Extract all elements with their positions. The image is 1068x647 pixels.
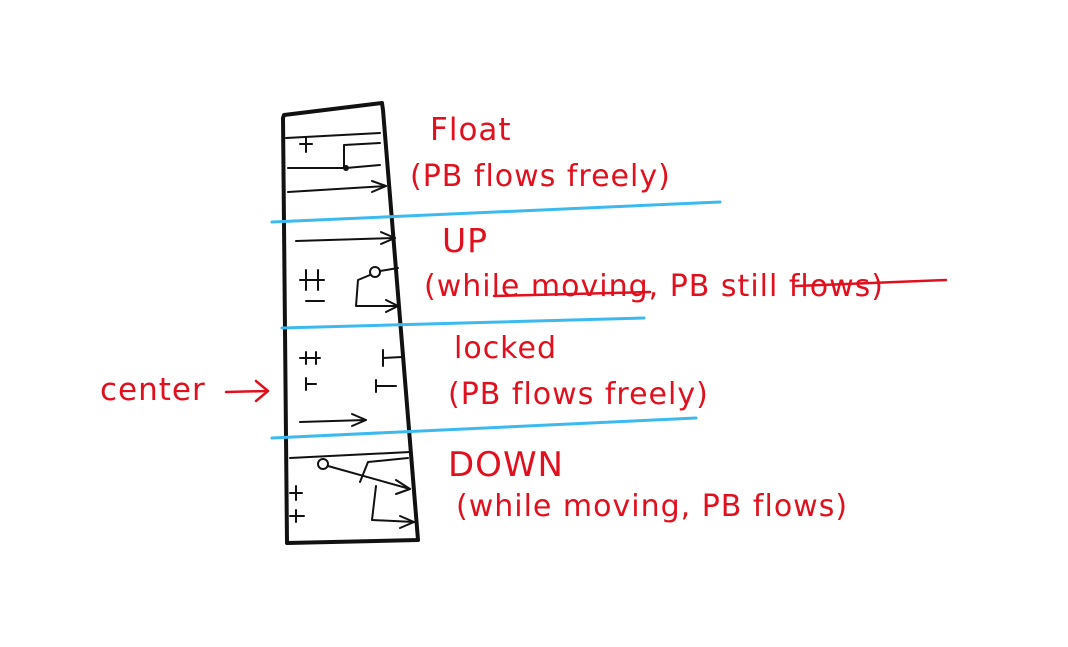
down-symbol bbox=[289, 451, 415, 529]
section-float-title: Float bbox=[430, 112, 512, 148]
section-locked-description: (PB flows freely) bbox=[448, 377, 709, 412]
divider-line-3 bbox=[270, 416, 698, 440]
section-locked-title: locked bbox=[454, 331, 557, 366]
up-symbol bbox=[295, 231, 399, 313]
underline-while-moving bbox=[492, 290, 652, 298]
locked-symbol bbox=[299, 349, 403, 427]
center-label: center bbox=[100, 372, 206, 408]
section-up-title: UP bbox=[442, 221, 488, 260]
divider-line-2 bbox=[280, 316, 646, 330]
divider-line-1 bbox=[270, 200, 722, 224]
section-up-description: (while moving, PB still flows) bbox=[424, 269, 884, 304]
spool-body bbox=[281, 101, 420, 545]
section-float-description: (PB flows freely) bbox=[410, 159, 671, 194]
center-arrow bbox=[224, 379, 270, 403]
section-down-title: DOWN bbox=[448, 445, 564, 485]
section-down-description: (while moving, PB flows) bbox=[456, 489, 848, 524]
float-symbol bbox=[285, 132, 387, 193]
underline-still-flows bbox=[794, 278, 948, 288]
